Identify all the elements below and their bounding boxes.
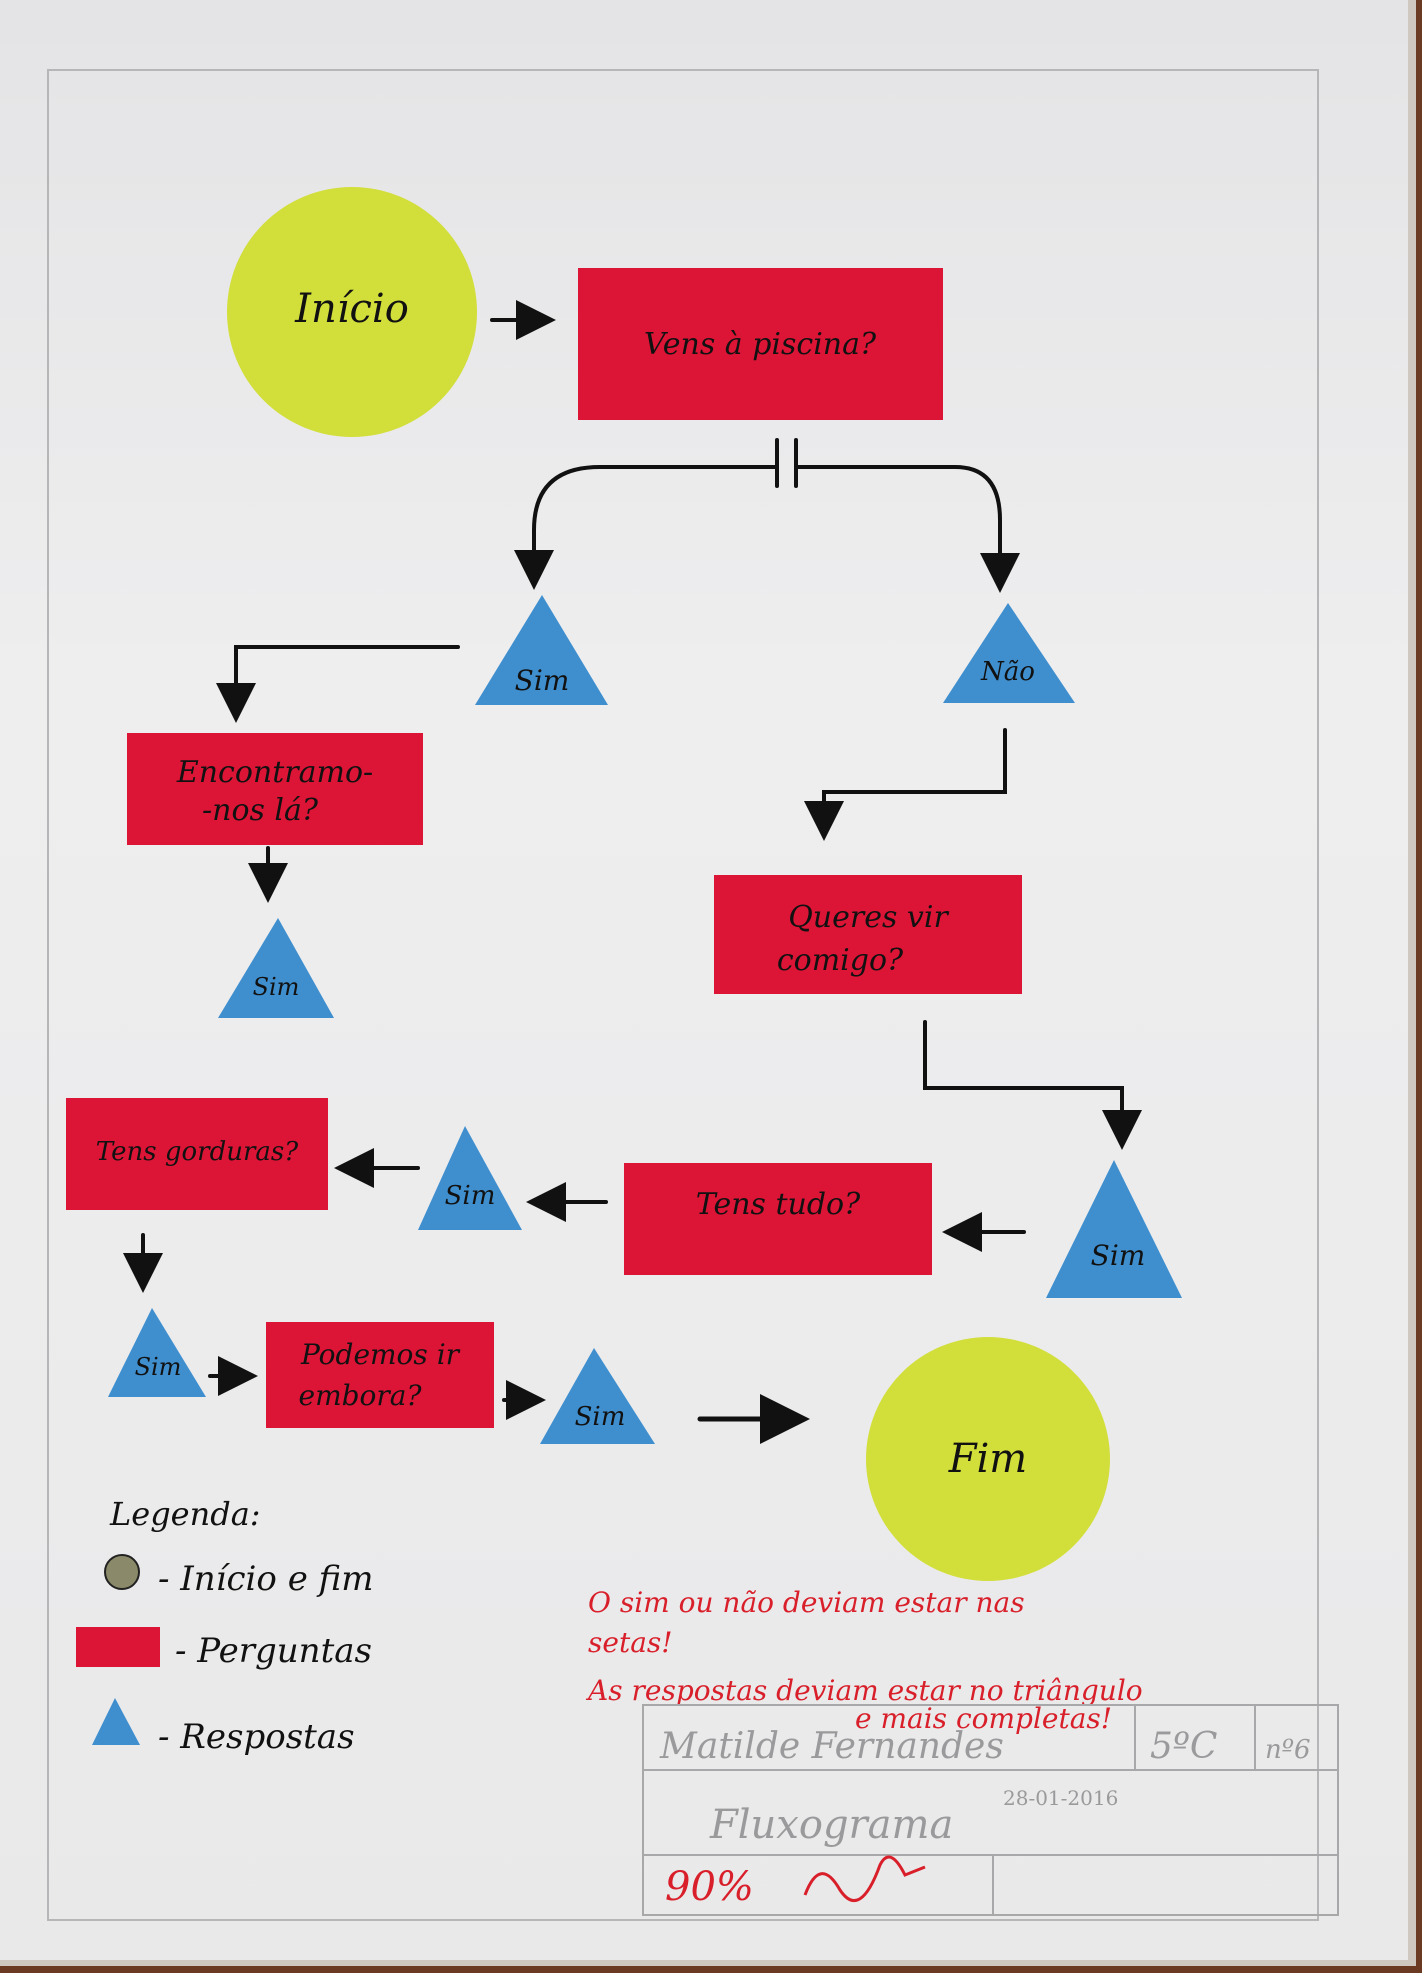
work-title: Fluxograma: [709, 1802, 953, 1848]
yes-4-triangle: [418, 1126, 522, 1230]
student-class: 5ºC: [1150, 1726, 1217, 1767]
question-3-label-line2: comigo?: [777, 943, 904, 978]
question-1-rect: [578, 268, 943, 420]
student-number: nº6: [1265, 1735, 1311, 1765]
question-6-rect: [266, 1322, 494, 1428]
arrow-q1-to-no: [794, 465, 1020, 593]
no-1-triangle: [943, 603, 1075, 703]
start-circle: [227, 187, 477, 437]
question-2-label-line1: Encontramo-: [176, 755, 373, 790]
legend-triangle-swatch: [92, 1698, 140, 1745]
yes-6-label: Sim: [575, 1402, 626, 1432]
yes-2-label: Sim: [253, 973, 300, 1001]
end-label: Fim: [948, 1436, 1027, 1482]
question-4-label: Tens tudo?: [696, 1187, 861, 1222]
grade: 90%: [665, 1864, 754, 1910]
yes-2-triangle: [218, 918, 334, 1018]
question-5-rect: [66, 1098, 328, 1210]
yes-5-label: Sim: [135, 1353, 182, 1381]
yes-1-label: Sim: [515, 664, 570, 697]
question-3-rect: [714, 875, 1022, 994]
yes-3-triangle: [1046, 1160, 1182, 1298]
question-6-label-line1: Podemos ir: [300, 1338, 461, 1371]
teacher-note-line1: O sim ou não deviam estar nas: [588, 1586, 1025, 1619]
legend-circle-label: - Início e fim: [158, 1559, 374, 1599]
end-circle: [866, 1337, 1110, 1581]
no-1-label: Não: [980, 657, 1035, 687]
teacher-note-line4: e mais completas!: [855, 1702, 1112, 1735]
arrow-q1-to-yes: [514, 465, 779, 590]
arrow-q3-to-yes3: [923, 1020, 1142, 1150]
question-5-label: Tens gorduras?: [96, 1137, 299, 1167]
question-4-rect: [624, 1163, 932, 1275]
question-2-rect: [127, 733, 423, 845]
question-6-label-line2: embora?: [299, 1379, 423, 1412]
yes-1-triangle: [475, 595, 608, 705]
legend-triangle-label: - Respostas: [158, 1717, 355, 1757]
teacher-note-line3: As respostas deviam estar no triângulo: [585, 1674, 1143, 1707]
question-1-label: Vens à piscina?: [644, 327, 877, 362]
legend-rect-swatch: [76, 1627, 160, 1667]
yes-3-label: Sim: [1091, 1239, 1146, 1272]
teacher-note-line2: setas!: [588, 1626, 673, 1659]
date: 28-01-2016: [1003, 1786, 1118, 1810]
start-label: Início: [294, 286, 409, 332]
legend-rect-label: - Perguntas: [175, 1631, 372, 1671]
legend-circle-swatch: [104, 1554, 140, 1590]
title-block: [642, 1704, 1339, 1916]
margin-border: [47, 69, 1319, 1921]
yes-6-triangle: [540, 1348, 655, 1444]
arrow-no1-to-q3: [804, 728, 1007, 841]
yes-5-triangle: [108, 1308, 206, 1397]
student-name: Matilde Fernandes: [659, 1726, 1004, 1767]
question-2-label-line2: -nos lá?: [202, 793, 319, 828]
legend-title: Legenda:: [109, 1495, 261, 1533]
question-3-label-line1: Queres vir: [788, 900, 949, 935]
arrow-yes1-to-q2: [216, 645, 460, 723]
teacher-signature: [803, 1855, 926, 1903]
yes-4-label: Sim: [445, 1181, 496, 1211]
